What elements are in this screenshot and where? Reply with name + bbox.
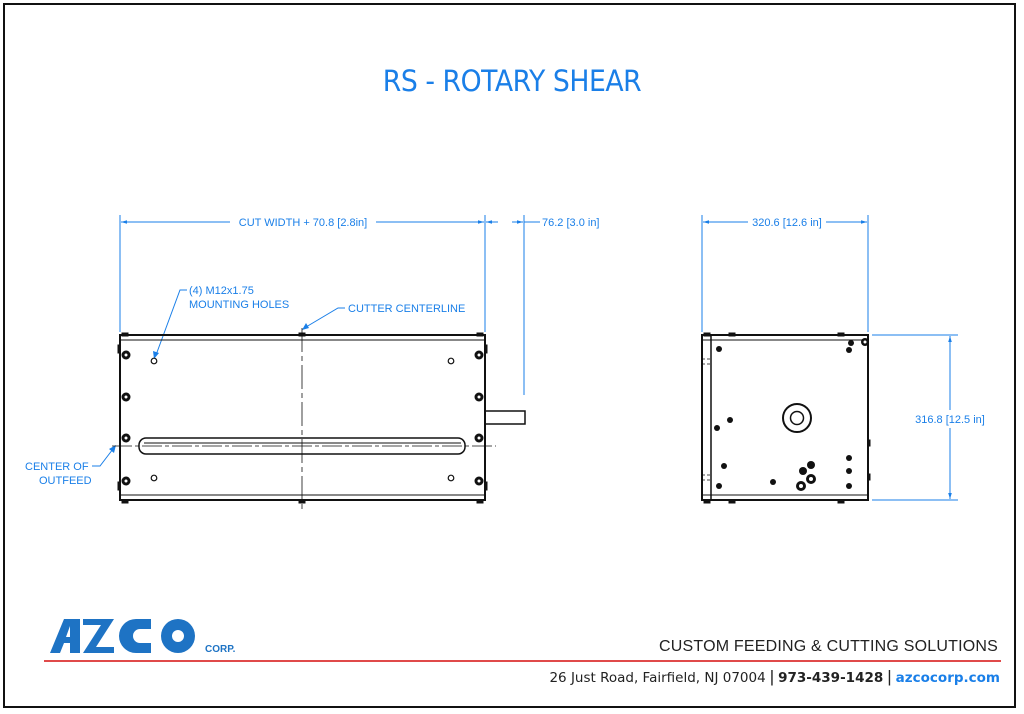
side-bolts (714, 338, 869, 491)
company-tagline: CUSTOM FEEDING & CUTTING SOLUTIONS (659, 638, 998, 655)
shaft-extension-label: 76.2 [3.0 in] (542, 217, 600, 229)
front-extension-lines (119, 215, 525, 395)
height-label: 316.8 [12.5 in] (915, 414, 985, 426)
company-website-link[interactable]: azcocorp.com (895, 670, 1000, 686)
depth-dimension: 320.6 [12.6 in] (703, 217, 867, 229)
depth-label: 320.6 [12.6 in] (752, 217, 822, 229)
mounting-holes (150, 357, 455, 482)
mounting-holes-label-2: MOUNTING HOLES (189, 299, 289, 311)
cutter-centerline-callout: CUTTER CENTERLINE (302, 303, 465, 330)
logo-corp-suffix: CORP. (205, 644, 236, 655)
overall-width-label: CUT WIDTH + 70.8 [2.8in] (239, 217, 367, 229)
company-address: 26 Just Road, Fairfield, NJ 07004 (549, 670, 766, 686)
mounting-holes-callout: (4) M12x1.75 MOUNTING HOLES (153, 285, 289, 359)
cutter-centerline-label: CUTTER CENTERLINE (348, 303, 465, 315)
outfeed-label-2: OUTFEED (39, 475, 92, 487)
side-view-body (701, 332, 871, 504)
company-phone: 973-439-1428 (778, 670, 884, 686)
drawing-title: RS - ROTARY SHEAR (382, 64, 642, 98)
overall-width-dimension: CUT WIDTH + 70.8 [2.8in] (121, 217, 484, 229)
height-dimension: 316.8 [12.5 in] (915, 336, 985, 499)
shaft-extension-dimension: 76.2 [3.0 in] (486, 217, 600, 229)
front-bolts (121, 350, 484, 486)
outfeed-callout: CENTER OF OUTFEED (25, 445, 116, 487)
contact-line: 26 Just Road, Fairfield, NJ 07004|973-43… (549, 667, 1000, 687)
footer-divider (44, 660, 1001, 662)
drawing-sheet-border (3, 3, 1016, 708)
side-view: 320.6 [12.6 in] 316.8 [12.5 in] (701, 215, 985, 504)
side-extension-lines (701, 215, 958, 501)
separator: | (887, 667, 892, 686)
azco-logo-icon (50, 619, 195, 653)
front-view-body (112, 328, 526, 512)
mounting-holes-label-1: (4) M12x1.75 (189, 285, 254, 297)
separator: | (769, 667, 775, 686)
outfeed-label-1: CENTER OF (25, 461, 89, 473)
front-view: CUT WIDTH + 70.8 [2.8in] 76.2 [3.0 in] (… (25, 215, 600, 512)
